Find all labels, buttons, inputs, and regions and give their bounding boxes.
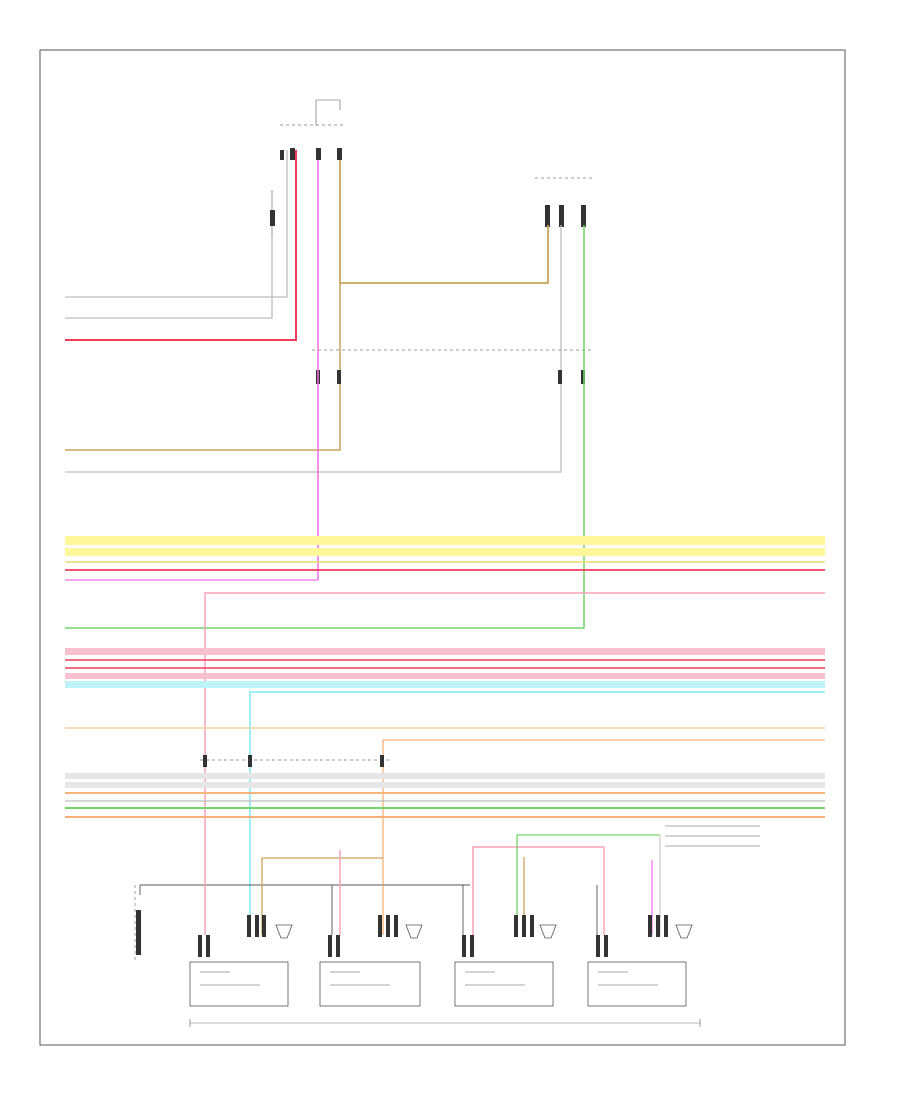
bus-pink-2 bbox=[65, 673, 825, 679]
bus-cyan bbox=[65, 681, 825, 688]
wire-green bbox=[65, 225, 585, 629]
module-3 bbox=[454, 915, 557, 1007]
wire-cyan bbox=[249, 691, 825, 935]
wire-gray-2 bbox=[65, 235, 273, 319]
module-2 bbox=[319, 915, 423, 1007]
speaker-icon bbox=[539, 924, 557, 939]
module-1 bbox=[189, 915, 293, 1007]
wire-tan-m1 bbox=[261, 857, 383, 935]
wire-gray-1 bbox=[65, 150, 288, 298]
speaker-icon bbox=[675, 924, 693, 939]
wire-tan-down bbox=[65, 283, 341, 451]
wire-orange-split bbox=[382, 739, 825, 885]
bus-gray-light-1 bbox=[65, 773, 825, 779]
right-connector-group bbox=[665, 825, 760, 847]
bus-yellow-2 bbox=[65, 548, 825, 556]
speaker-icon bbox=[275, 924, 293, 939]
diagram-frame bbox=[39, 49, 846, 1046]
wire-tan-top bbox=[339, 160, 549, 284]
ground-icon bbox=[270, 190, 275, 235]
wire-pink-right bbox=[204, 592, 825, 850]
module-4 bbox=[587, 915, 693, 1007]
bus-gray-light-2 bbox=[65, 782, 825, 788]
wire-black-ground bbox=[139, 884, 470, 895]
speaker-icon bbox=[405, 924, 423, 939]
top-left-component bbox=[280, 99, 345, 160]
top-right-component bbox=[535, 177, 595, 227]
wire-green-m3 bbox=[516, 834, 660, 935]
bus-yellow-1 bbox=[65, 536, 825, 545]
wire-pink-m3 bbox=[472, 846, 605, 935]
wire-gray-right bbox=[65, 225, 562, 473]
wire-red-top bbox=[65, 150, 297, 341]
bus-pink-1 bbox=[65, 648, 825, 655]
